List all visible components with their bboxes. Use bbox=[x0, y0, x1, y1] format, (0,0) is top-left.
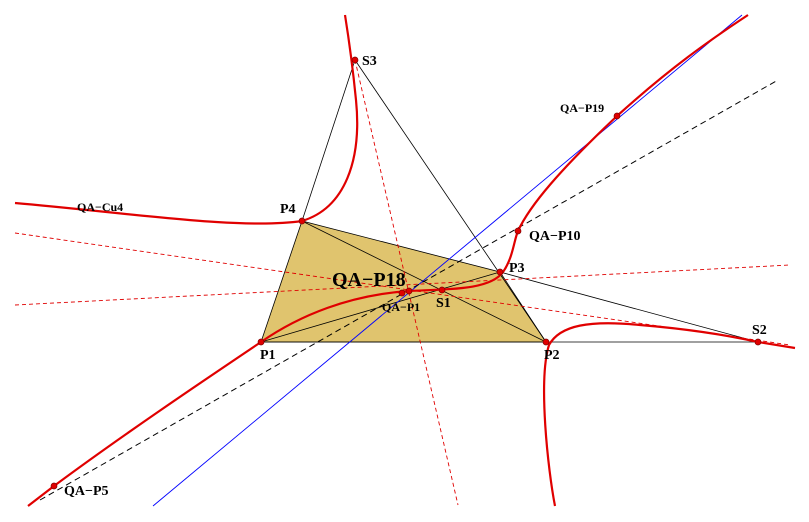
label-qa-p18: QA−P18 bbox=[332, 269, 406, 291]
label-qa-p1: QA−P1 bbox=[382, 300, 420, 314]
label-p2: P2 bbox=[544, 348, 560, 363]
line-p1-p3 bbox=[260, 271, 501, 343]
label-qa-p10: QA−P10 bbox=[529, 229, 581, 244]
label-qa-p19: QA−P19 bbox=[560, 101, 604, 115]
point-s1 bbox=[438, 286, 446, 294]
point-qa-p10 bbox=[514, 227, 522, 235]
line-p3-s2 bbox=[499, 271, 759, 343]
point-qa-p5 bbox=[50, 482, 58, 490]
label-s2: S2 bbox=[752, 323, 767, 338]
label-qa-p5: QA−P5 bbox=[64, 484, 109, 499]
point-p2 bbox=[542, 338, 550, 346]
line-p4-s3 bbox=[301, 59, 356, 222]
label-s1: S1 bbox=[436, 296, 451, 311]
point-qa-p18 bbox=[398, 289, 406, 297]
line-s3-p2 bbox=[354, 59, 547, 343]
label-qa-cu4: QA−Cu4 bbox=[77, 200, 123, 214]
label-s3: S3 bbox=[362, 54, 377, 69]
label-p3: P3 bbox=[509, 261, 525, 276]
cubic-branch-right bbox=[543, 322, 796, 507]
point-p1 bbox=[257, 338, 265, 346]
dashed-red-line-3 bbox=[354, 59, 459, 506]
label-p1: P1 bbox=[260, 348, 276, 363]
point-qa-p1 bbox=[405, 287, 413, 295]
point-qa-p19 bbox=[613, 112, 621, 120]
dashed-red-line-2 bbox=[14, 264, 791, 306]
cubic-branch-left bbox=[14, 14, 359, 225]
point-p3 bbox=[496, 268, 504, 276]
point-s3 bbox=[351, 56, 359, 64]
label-p4: P4 bbox=[280, 202, 296, 217]
blue-line bbox=[152, 14, 743, 507]
point-s2 bbox=[754, 338, 762, 346]
point-p4 bbox=[298, 217, 306, 225]
